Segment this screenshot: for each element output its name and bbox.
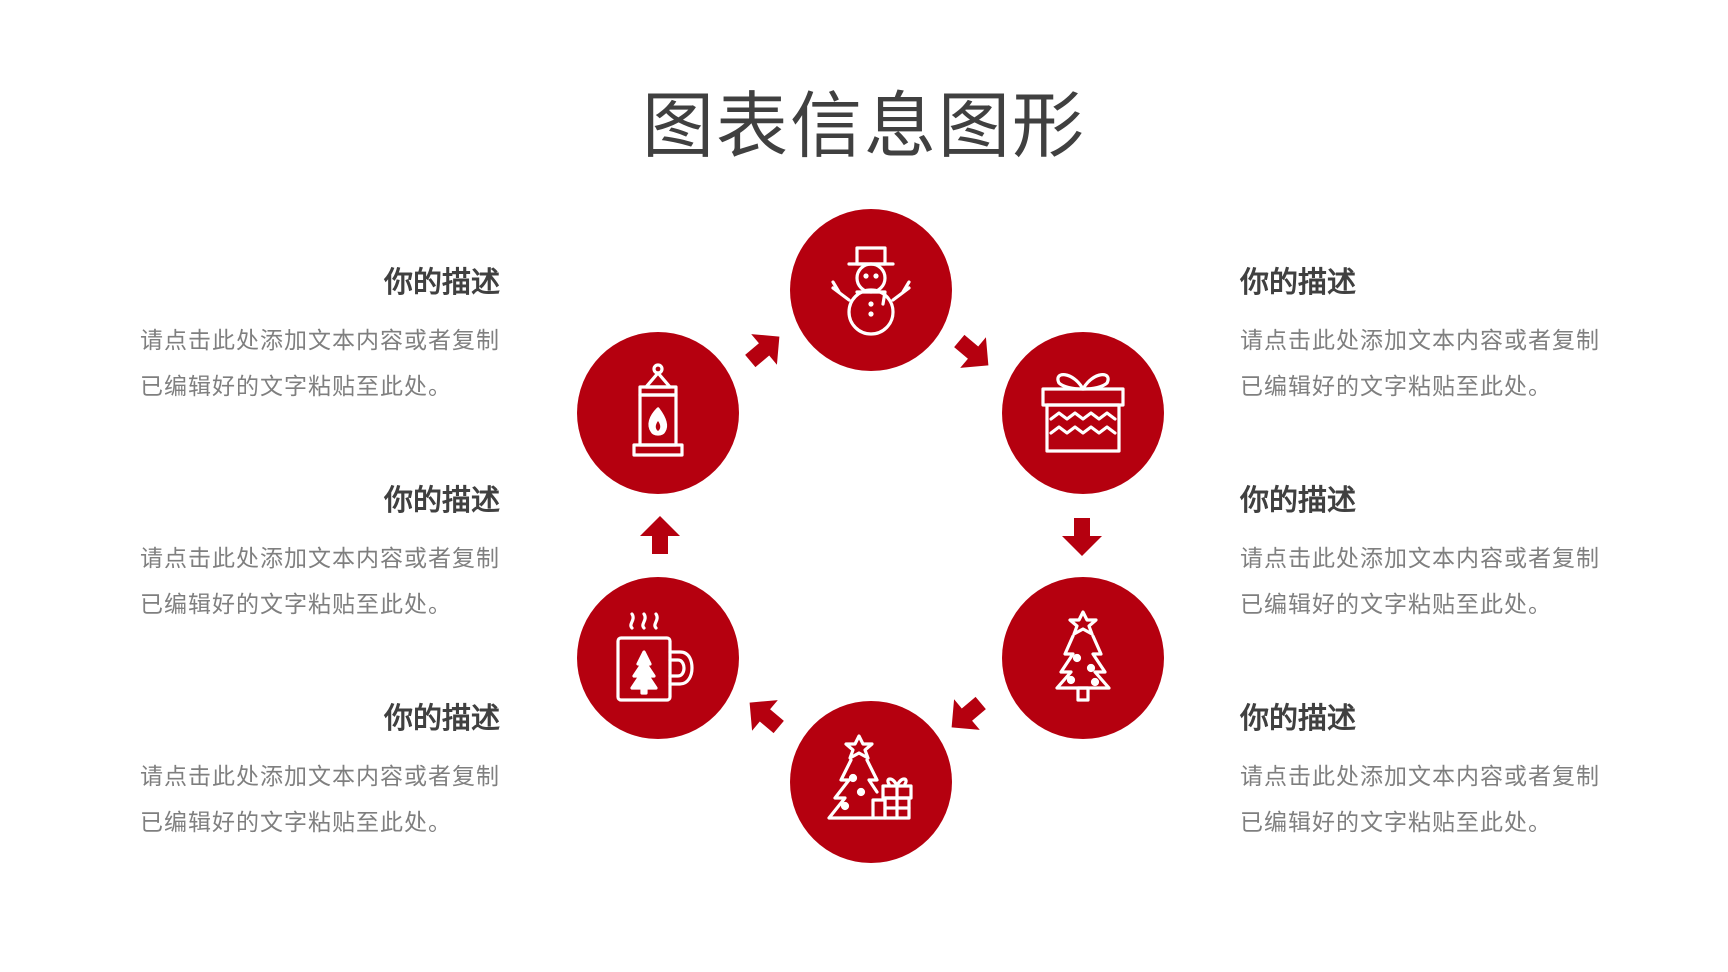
description-block-right-3: 你的描述 请点击此处添加文本内容或者复制已编辑好的文字粘贴至此处。 xyxy=(1240,698,1600,846)
arrow-bottom-right xyxy=(938,687,994,743)
description-block-left-1: 你的描述 请点击此处添加文本内容或者复制已编辑好的文字粘贴至此处。 xyxy=(140,262,500,410)
cycle-node-3 xyxy=(1002,577,1164,739)
gift-box-icon xyxy=(1041,373,1125,453)
arrow-bottom-left xyxy=(736,687,792,743)
arrow-left-up xyxy=(640,516,680,554)
arrow-top-left xyxy=(737,321,793,377)
description-text: 请点击此处添加文本内容或者复制已编辑好的文字粘贴至此处。 xyxy=(1240,764,1600,836)
description-text: 请点击此处添加文本内容或者复制已编辑好的文字粘贴至此处。 xyxy=(1240,328,1600,400)
description-block-left-3: 你的描述 请点击此处添加文本内容或者复制已编辑好的文字粘贴至此处。 xyxy=(140,698,500,846)
description-block-right-2: 你的描述 请点击此处添加文本内容或者复制已编辑好的文字粘贴至此处。 xyxy=(1240,480,1600,628)
arrow-top-right xyxy=(946,325,1002,381)
tree-with-gifts-icon xyxy=(827,734,913,820)
snowman-icon xyxy=(831,246,911,336)
description-block-left-2: 你的描述 请点击此处添加文本内容或者复制已编辑好的文字粘贴至此处。 xyxy=(140,480,500,628)
description-text: 请点击此处添加文本内容或者复制已编辑好的文字粘贴至此处。 xyxy=(140,546,500,618)
description-text: 请点击此处添加文本内容或者复制已编辑好的文字粘贴至此处。 xyxy=(140,764,500,836)
hot-mug-icon xyxy=(616,612,694,702)
lantern-icon xyxy=(632,363,684,457)
description-heading: 你的描述 xyxy=(1240,483,1357,517)
page-title: 图表信息图形 xyxy=(641,84,1086,168)
description-heading: 你的描述 xyxy=(383,265,500,299)
description-heading: 你的描述 xyxy=(1240,265,1357,299)
cycle-node-2 xyxy=(1002,332,1164,494)
description-text: 请点击此处添加文本内容或者复制已编辑好的文字粘贴至此处。 xyxy=(1240,546,1600,618)
arrow-right-down xyxy=(1062,518,1102,556)
christmas-tree-icon xyxy=(1055,610,1111,702)
description-heading: 你的描述 xyxy=(383,483,500,517)
description-heading: 你的描述 xyxy=(383,701,500,735)
description-text: 请点击此处添加文本内容或者复制已编辑好的文字粘贴至此处。 xyxy=(140,328,500,400)
description-heading: 你的描述 xyxy=(1240,701,1357,735)
description-block-right-1: 你的描述 请点击此处添加文本内容或者复制已编辑好的文字粘贴至此处。 xyxy=(1240,262,1600,410)
cycle-node-5 xyxy=(577,577,739,739)
